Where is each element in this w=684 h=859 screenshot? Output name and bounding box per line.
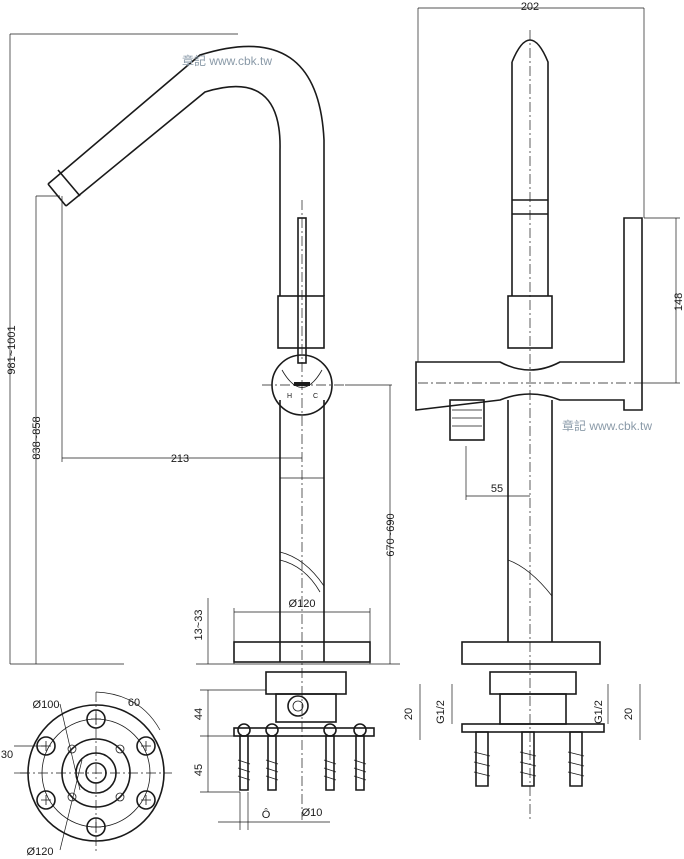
dim-outer-diameter: Ø120 bbox=[27, 846, 54, 858]
body-curve bbox=[279, 551, 325, 587]
dim-base-diameter: Ø120 bbox=[289, 598, 316, 610]
cold-marker: C bbox=[313, 393, 318, 400]
dim-deck-thickness: 13~33 bbox=[193, 610, 205, 641]
dim-bolt-circle: Ø100 bbox=[33, 699, 60, 711]
dim-aerator-offset: 55 bbox=[491, 483, 503, 495]
dim-lever-length: 148 bbox=[673, 293, 684, 311]
side-spout bbox=[511, 39, 549, 296]
dim-total-height: 981~1001 bbox=[6, 325, 18, 374]
dim-offset: 30 bbox=[1, 749, 13, 761]
plan-view bbox=[20, 692, 172, 854]
dim-thread-right: G1/2 bbox=[593, 700, 605, 724]
side-lever-body bbox=[415, 217, 643, 411]
dim-handle-height: 670~690 bbox=[385, 513, 397, 556]
plan-dimensions bbox=[14, 691, 161, 851]
front-view: H C bbox=[47, 45, 375, 820]
dim-spout-height: 838~858 bbox=[31, 416, 43, 459]
dim-pipe-height-left: 20 bbox=[403, 708, 415, 720]
dim-mount-height-b: 45 bbox=[193, 764, 205, 776]
side-mount-plate bbox=[461, 723, 605, 733]
dim-thread-left: G1/2 bbox=[435, 700, 447, 724]
side-mount-block bbox=[499, 693, 567, 725]
dim-pipe-height-right: 20 bbox=[623, 708, 635, 720]
spout-outer bbox=[47, 45, 325, 296]
dim-angle: 60 bbox=[128, 697, 140, 709]
side-aerator bbox=[449, 399, 485, 441]
dim-width: 202 bbox=[521, 1, 539, 13]
spout-inner bbox=[65, 85, 281, 296]
side-dimensions bbox=[417, 7, 680, 740]
mount-plate bbox=[233, 727, 375, 737]
side-lower-body bbox=[507, 400, 553, 642]
front-dimensions bbox=[9, 33, 400, 830]
lower-body bbox=[279, 400, 325, 662]
watermark-side: 章記 www.cbk.tw bbox=[562, 418, 652, 433]
mount-bracket bbox=[265, 671, 347, 695]
hot-marker: H bbox=[287, 393, 292, 400]
mount-hole bbox=[287, 695, 309, 717]
upper-body bbox=[277, 295, 325, 349]
dim-rod-diameter: Ø10 bbox=[302, 807, 323, 819]
side-view bbox=[415, 30, 646, 820]
dim-mount-height-a: 44 bbox=[193, 708, 205, 720]
mount-block bbox=[275, 693, 337, 723]
side-mount-bracket bbox=[489, 671, 577, 695]
watermark-top: 章記 www.cbk.tw bbox=[182, 53, 272, 68]
mount-bolts bbox=[237, 723, 367, 791]
body-curve-2 bbox=[279, 559, 321, 593]
spout-tip-ring bbox=[57, 169, 81, 197]
dim-rod-symbol: Ô bbox=[262, 808, 271, 821]
side-bolts bbox=[473, 731, 585, 787]
dim-spout-reach: 213 bbox=[171, 453, 189, 465]
side-base-flange bbox=[461, 641, 601, 665]
spout-end bbox=[47, 183, 67, 207]
